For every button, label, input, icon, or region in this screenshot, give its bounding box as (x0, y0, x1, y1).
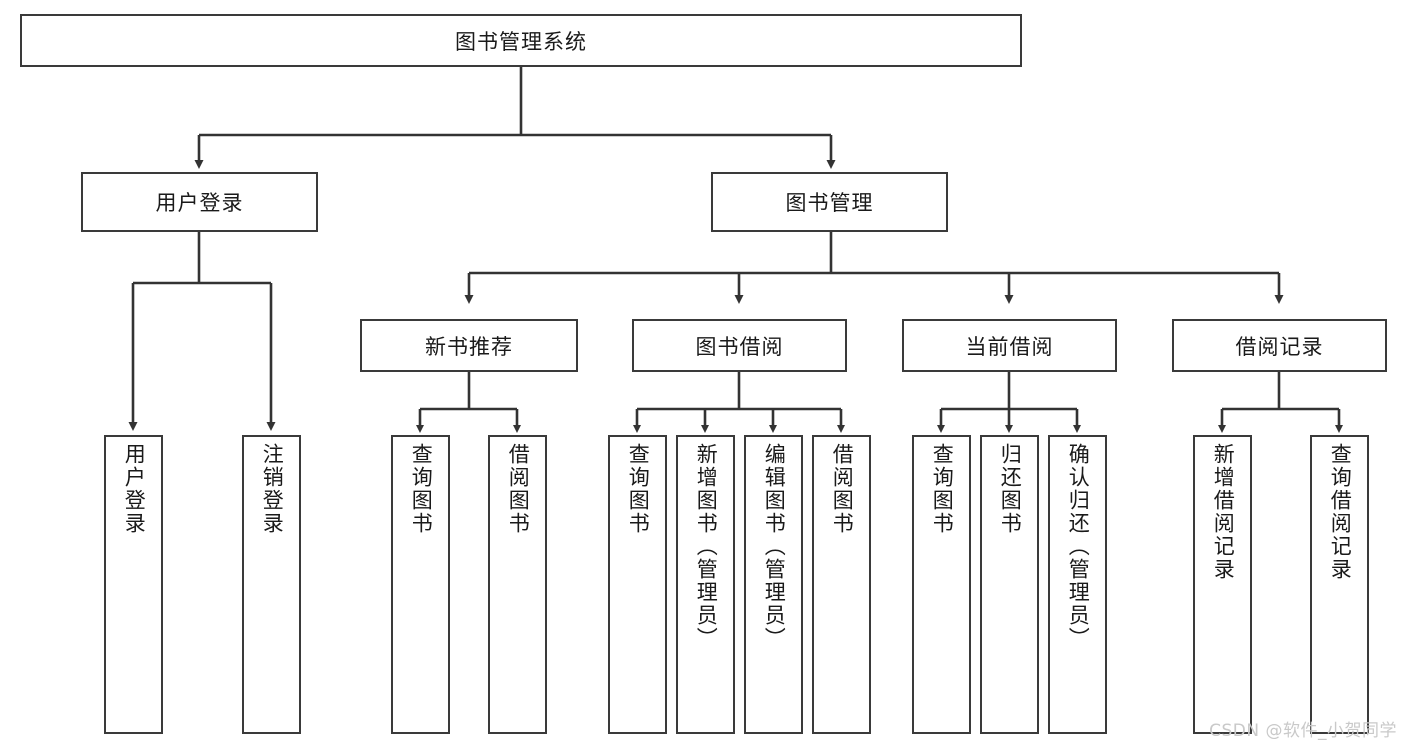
node-leaf-query-book-3-label: 查询图书 (930, 443, 955, 535)
node-leaf-query-book-1-label: 查询图书 (409, 443, 434, 535)
node-leaf-logout-login-label: 注销登录 (260, 443, 285, 535)
watermark: CSDN @软件_小贺同学 (1209, 721, 1397, 741)
node-leaf-add-book[interactable]: 新增图书（管理员） (676, 435, 735, 734)
node-leaf-add-record[interactable]: 新增借阅记录 (1193, 435, 1252, 734)
node-leaf-query-book-2-label: 查询图书 (626, 443, 651, 535)
node-leaf-confirm-return[interactable]: 确认归还（管理员） (1048, 435, 1107, 734)
node-current-borrow[interactable]: 当前借阅 (902, 319, 1117, 372)
node-leaf-query-record-label: 查询借阅记录 (1328, 443, 1353, 581)
node-leaf-borrow-book-2[interactable]: 借阅图书 (812, 435, 871, 734)
node-leaf-query-record[interactable]: 查询借阅记录 (1310, 435, 1369, 734)
node-leaf-query-book-1[interactable]: 查询图书 (391, 435, 450, 734)
node-leaf-user-login-label: 用户登录 (122, 443, 147, 535)
node-leaf-borrow-book-1-label: 借阅图书 (506, 443, 531, 535)
node-root-label: 图书管理系统 (455, 29, 587, 54)
node-leaf-edit-book-label: 编辑图书（管理员） (762, 443, 787, 650)
node-leaf-confirm-return-label: 确认归还（管理员） (1066, 443, 1091, 650)
node-root[interactable]: 图书管理系统 (20, 14, 1022, 67)
node-leaf-edit-book[interactable]: 编辑图书（管理员） (744, 435, 803, 734)
node-new-book-recommend-label: 新书推荐 (425, 334, 513, 359)
node-leaf-borrow-book-2-label: 借阅图书 (830, 443, 855, 535)
node-borrow-record[interactable]: 借阅记录 (1172, 319, 1387, 372)
node-leaf-return-book-label: 归还图书 (998, 443, 1023, 535)
node-leaf-return-book[interactable]: 归还图书 (980, 435, 1039, 734)
node-leaf-borrow-book-1[interactable]: 借阅图书 (488, 435, 547, 734)
node-leaf-logout-login[interactable]: 注销登录 (242, 435, 301, 734)
node-leaf-query-book-2[interactable]: 查询图书 (608, 435, 667, 734)
node-book-manage[interactable]: 图书管理 (711, 172, 948, 232)
node-new-book-recommend[interactable]: 新书推荐 (360, 319, 578, 372)
node-book-manage-label: 图书管理 (785, 191, 874, 215)
node-leaf-query-book-3[interactable]: 查询图书 (912, 435, 971, 734)
node-current-borrow-label: 当前借阅 (965, 334, 1054, 359)
node-borrow-record-label: 借阅记录 (1235, 334, 1324, 359)
node-leaf-add-record-label: 新增借阅记录 (1211, 443, 1236, 581)
node-leaf-user-login[interactable]: 用户登录 (104, 435, 163, 734)
node-leaf-add-book-label: 新增图书（管理员） (694, 443, 719, 650)
node-book-borrow-label: 图书借阅 (695, 334, 784, 359)
node-user-login-label: 用户登录 (155, 191, 244, 215)
node-book-borrow[interactable]: 图书借阅 (632, 319, 847, 372)
node-user-login[interactable]: 用户登录 (81, 172, 318, 232)
